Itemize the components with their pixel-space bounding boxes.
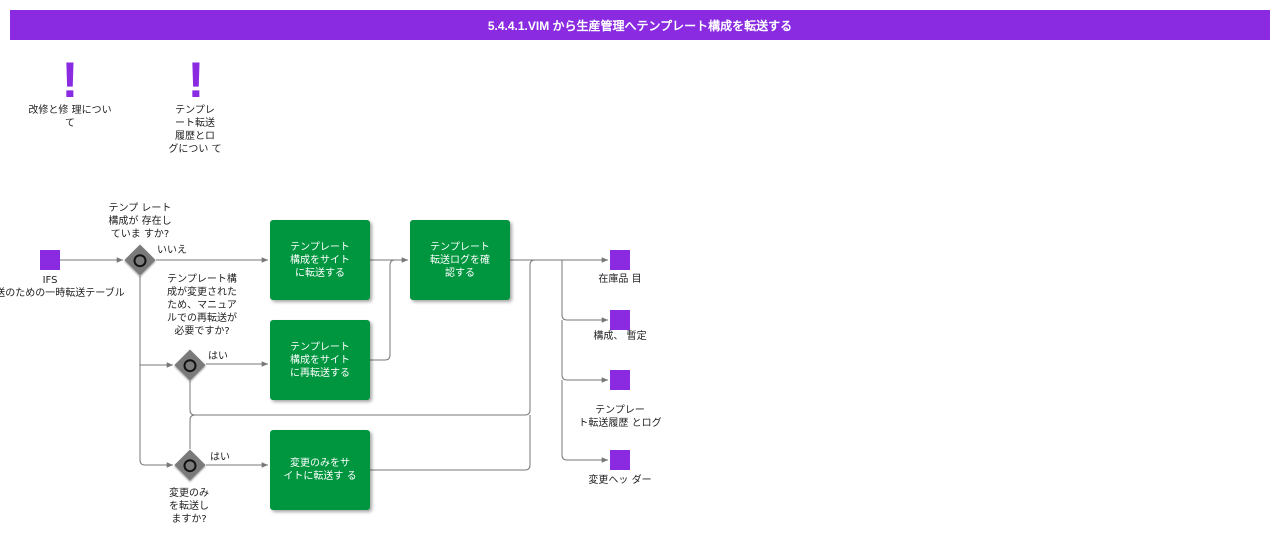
task-check-transfer-log[interactable]: テンプレート 転送ログを確 認する	[410, 220, 510, 300]
gateway-changes-yes-label: はい	[210, 452, 230, 463]
gateway-exists-question: テンプ レート 構成が 存在し ていま すか?	[108, 203, 172, 240]
task-retransfer-template[interactable]: テンプレート 構成をサイト に再転送する	[270, 320, 370, 400]
gateway-changes-question: 変更のみ を転送し ますか?	[169, 488, 209, 525]
flow-to-history	[561, 320, 608, 383]
flow-to-changes-gateway	[139, 276, 173, 468]
exclamation-icon: !	[187, 52, 205, 108]
task-transfer-template[interactable]: テンプレート 構成をサイト に転送する	[270, 220, 370, 300]
output-data-object	[610, 370, 630, 390]
flow-resend-no-bypass	[189, 259, 536, 416]
output-change-header-label: 変更ヘッ ダー	[588, 475, 652, 486]
gateway-exists-no-label: いいえ	[157, 245, 187, 256]
gateway-resend-yes-label: はい	[208, 351, 228, 362]
gateway-resend-question: テンプレート構 成が変更された ため、マニュア ルでの再転送が 必要ですか?	[167, 274, 237, 337]
output-history-label: テンプレー ト転送履歴 とログ	[578, 405, 662, 429]
diagram-title: 5.4.4.1.VIM から生産管理へテンプレート構成を転送する	[487, 18, 793, 33]
start-label: IFS の転送のための一時転送テーブル	[0, 275, 125, 299]
diagram-title-bar: 5.4.4.1.VIM から生産管理へテンプレート構成を転送する	[10, 10, 1270, 40]
note-repair-label: 改修と修 理につい て	[28, 105, 112, 129]
output-inventory-label: 在庫品 目	[598, 274, 642, 285]
flow-retransfer-to-log	[370, 259, 396, 361]
flow-to-structure	[561, 260, 608, 323]
task-transfer-changes-only[interactable]: 変更のみをサ イトに転送す る	[270, 430, 370, 510]
flow-changes-no-bypass	[189, 414, 196, 449]
flow-to-change-header	[561, 380, 608, 463]
note-transfer-history-label: テンプレ ート転送 履歴とロ グについ て	[168, 105, 222, 155]
start-data-object	[40, 250, 60, 270]
output-data-object	[610, 250, 630, 270]
output-data-object	[610, 310, 630, 330]
output-data-object	[610, 450, 630, 470]
output-structure-label: 構成、 暫定	[593, 331, 647, 342]
exclamation-icon: !	[61, 52, 79, 108]
flow-changes-to-log	[370, 415, 531, 471]
